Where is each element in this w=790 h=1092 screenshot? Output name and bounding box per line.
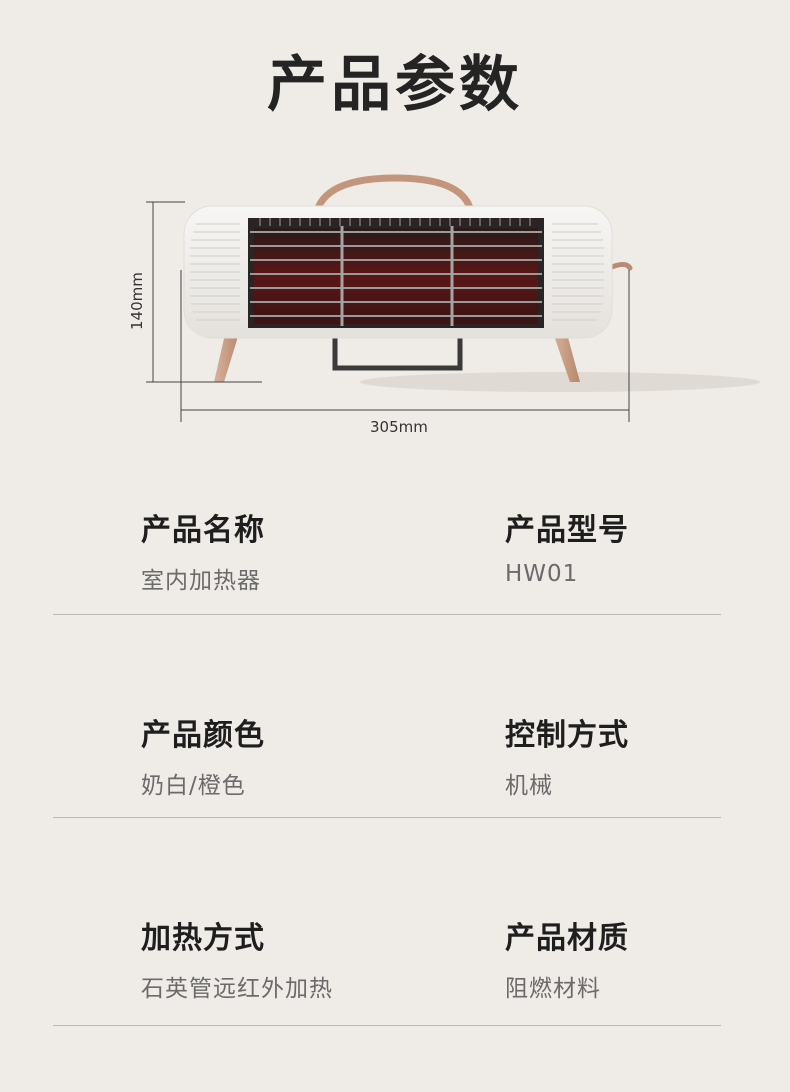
height-dimension-label: 140mm: [128, 272, 146, 330]
width-dimension-label: 305mm: [370, 418, 428, 436]
page-title: 产品参数: [267, 50, 523, 120]
spec-label: 控制方式: [505, 718, 629, 753]
spec-label: 产品颜色: [141, 718, 265, 753]
spec-value: HW01: [505, 561, 579, 587]
spec-item-control-method: 控制方式 机械: [505, 710, 629, 800]
spec-value: 石英管远红外加热: [141, 976, 333, 1002]
spec-item-product-color: 产品颜色 奶白/橙色: [141, 710, 265, 800]
spec-item-product-model: 产品型号 HW01: [505, 505, 629, 587]
spec-value: 奶白/橙色: [141, 773, 246, 799]
spec-label: 加热方式: [141, 921, 265, 956]
heater-illustration: [146, 174, 760, 422]
divider: [53, 1025, 721, 1026]
spec-label: 产品名称: [141, 513, 265, 548]
product-image: 140mm 305mm: [0, 160, 790, 450]
divider: [53, 817, 721, 818]
spec-value: 室内加热器: [141, 568, 261, 594]
divider: [53, 614, 721, 615]
spec-item-product-name: 产品名称 室内加热器: [141, 505, 265, 595]
spec-label: 产品型号: [505, 513, 629, 548]
spec-item-product-material: 产品材质 阻燃材料: [505, 913, 629, 1003]
spec-value: 机械: [505, 773, 553, 799]
spec-value: 阻燃材料: [505, 976, 601, 1002]
spec-item-heating-method: 加热方式 石英管远红外加热: [141, 913, 333, 1003]
spec-label: 产品材质: [505, 921, 629, 956]
